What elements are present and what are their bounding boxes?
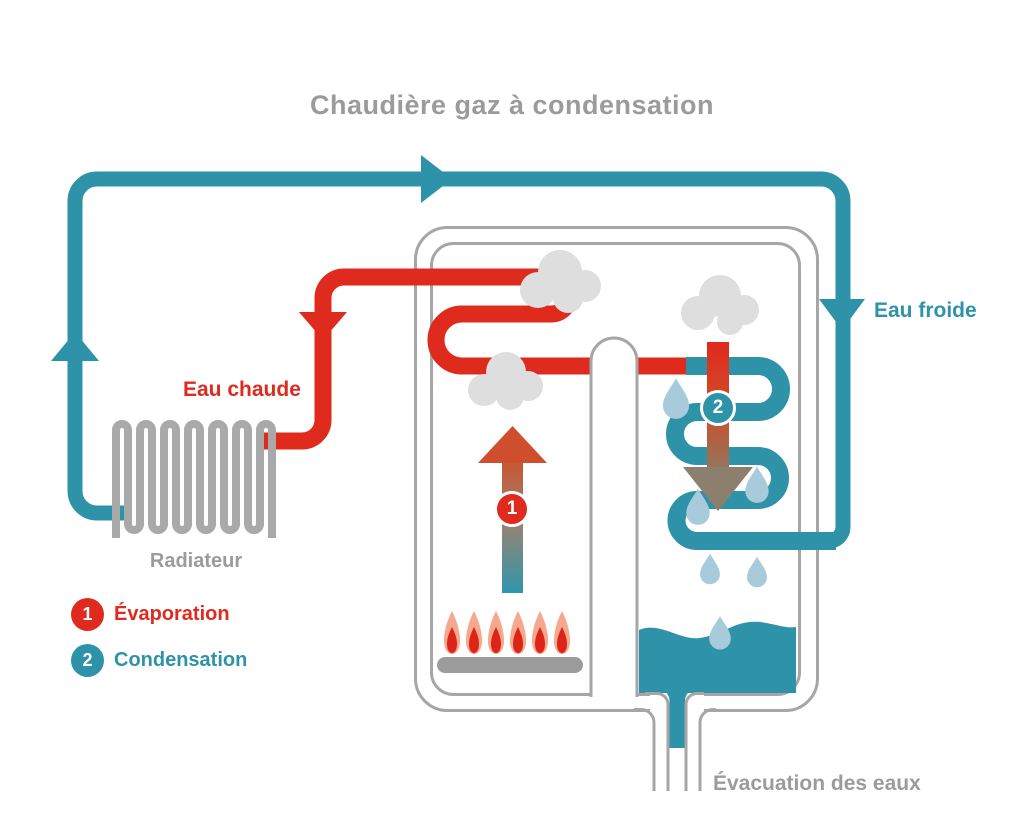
marker-condensation: 2 (700, 390, 736, 426)
evaporation-arrow-head-icon (478, 426, 547, 463)
condensate-water (639, 621, 796, 748)
cold-flow-arrow-top-icon (421, 155, 452, 203)
radiator-label: Radiateur (149, 550, 243, 572)
cold-flow-arrow-right-icon (819, 299, 865, 330)
flue-partition-fill (591, 338, 637, 697)
drain-wall-outer-right (698, 708, 716, 791)
evaporation-arrow-shaft (502, 461, 523, 593)
legend-badge-evaporation: 1 (71, 598, 104, 631)
drain-wall-outer-left (634, 708, 656, 791)
burner-bar (437, 657, 583, 673)
cold-water-label: Eau froide (874, 299, 977, 322)
hot-water-label: Eau chaude (183, 378, 301, 401)
heat-exchanger-coil (666, 357, 836, 550)
cold-flow-arrow-left-icon (51, 332, 99, 361)
water-drain-label: Évacuation des eaux (713, 772, 921, 795)
hot-flow-arrow-icon (299, 312, 347, 340)
steam-cloud-left-top-icon (520, 250, 601, 313)
legend-badge-condensation: 2 (71, 644, 104, 677)
radiator-coil (112, 420, 276, 538)
flue-partition (589, 336, 639, 697)
legend-label-evaporation: Évaporation (114, 603, 230, 625)
page-title: Chaudière gaz à condensation (309, 90, 715, 120)
flue-gas-arrow-head-icon (683, 467, 753, 511)
drain-wall-inner-left (645, 692, 670, 791)
steam-cloud-right-icon (681, 275, 759, 335)
legend-label-condensation: Condensation (114, 649, 248, 671)
marker-evaporation: 1 (494, 491, 530, 527)
cold-water-pipe (67, 171, 851, 549)
drain-wall-inner-right (684, 692, 704, 791)
steam-cloud-left-bottom-icon (468, 352, 543, 410)
